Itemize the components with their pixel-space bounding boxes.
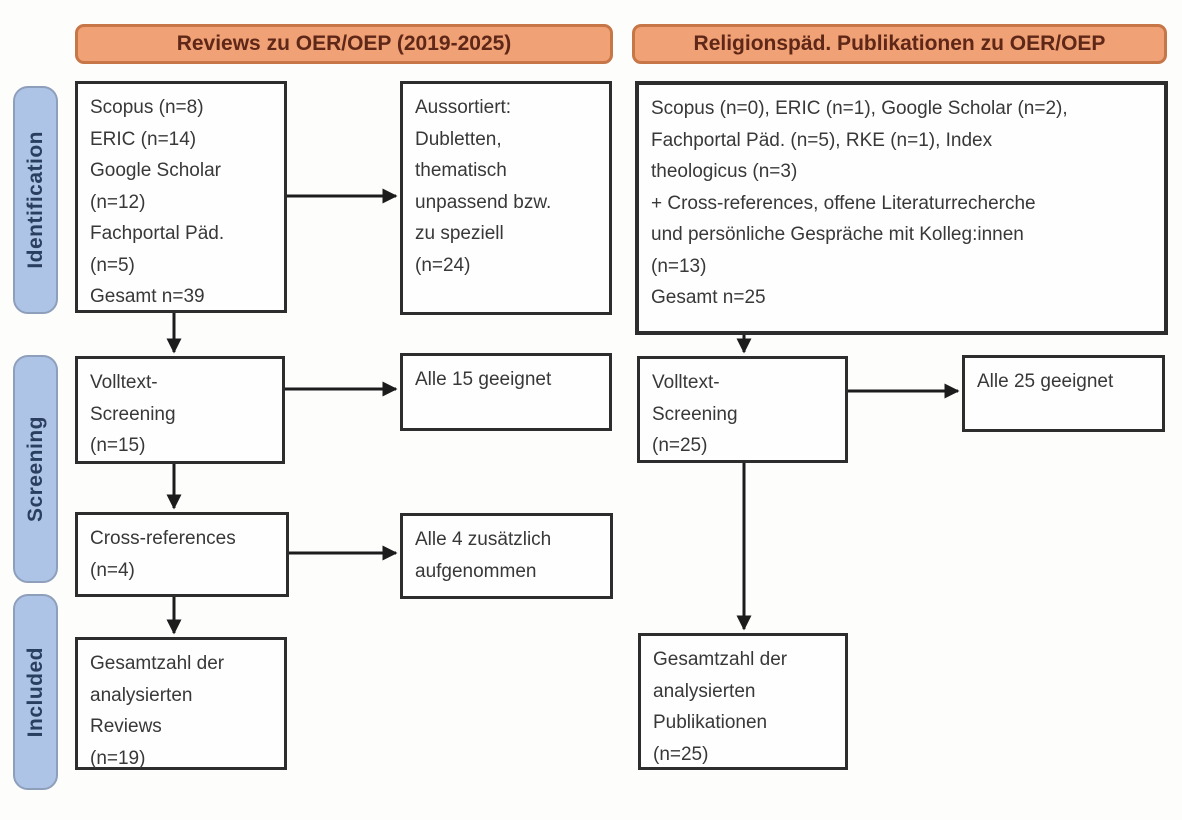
stage-label-screening-text: Screening — [23, 415, 47, 523]
box-relpaed-sources: Scopus (n=0), ERIC (n=1), Google Scholar… — [635, 81, 1168, 335]
box-reviews-excluded: Aussortiert: Dubletten, thematisch unpas… — [400, 81, 612, 315]
column-header-reviews-label: Reviews zu OER/OEP (2019-2025) — [176, 32, 512, 55]
box-reviews-included-text: Gesamtzahl der analysierten Reviews (n=1… — [90, 653, 225, 769]
stage-label-identification: Identification — [13, 86, 58, 314]
box-reviews-included: Gesamtzahl der analysierten Reviews (n=1… — [75, 637, 287, 770]
stage-label-identification-text: Identification — [23, 131, 47, 269]
box-relpaed-fulltext-result-text: Alle 25 geeignet — [977, 371, 1114, 392]
box-reviews-sources-text: Scopus (n=8) ERIC (n=14) Google Scholar … — [90, 97, 225, 307]
box-reviews-fulltext: Volltext- Screening (n=15) — [75, 356, 285, 464]
box-reviews-fulltext-text: Volltext- Screening (n=15) — [90, 372, 176, 456]
box-relpaed-fulltext-text: Volltext- Screening (n=25) — [652, 372, 738, 456]
box-reviews-fulltext-result: Alle 15 geeignet — [400, 353, 612, 431]
box-relpaed-sources-text: Scopus (n=0), ERIC (n=1), Google Scholar… — [651, 98, 1068, 308]
stage-label-included-text: Included — [23, 646, 47, 738]
box-relpaed-fulltext-result: Alle 25 geeignet — [962, 355, 1165, 432]
stage-label-screening: Screening — [13, 355, 58, 583]
column-header-religionspaed: Religionspäd. Publikationen zu OER/OEP — [632, 24, 1167, 64]
stage-label-included: Included — [13, 594, 58, 790]
box-relpaed-fulltext: Volltext- Screening (n=25) — [637, 356, 848, 463]
column-header-religionspaed-label: Religionspäd. Publikationen zu OER/OEP — [693, 32, 1106, 55]
box-reviews-crossref-result-text: Alle 4 zusätzlich aufgenommen — [415, 529, 552, 582]
column-header-reviews: Reviews zu OER/OEP (2019-2025) — [75, 24, 613, 64]
box-reviews-excluded-text: Aussortiert: Dubletten, thematisch unpas… — [415, 97, 552, 276]
box-relpaed-included-text: Gesamtzahl der analysierten Publikatione… — [653, 649, 788, 765]
box-reviews-crossref-text: Cross-references (n=4) — [90, 528, 236, 581]
box-reviews-sources: Scopus (n=8) ERIC (n=14) Google Scholar … — [75, 81, 287, 313]
box-reviews-crossref-result: Alle 4 zusätzlich aufgenommen — [400, 513, 613, 599]
box-relpaed-included: Gesamtzahl der analysierten Publikatione… — [638, 633, 848, 770]
box-reviews-crossref: Cross-references (n=4) — [75, 512, 289, 597]
box-reviews-fulltext-result-text: Alle 15 geeignet — [415, 369, 552, 390]
